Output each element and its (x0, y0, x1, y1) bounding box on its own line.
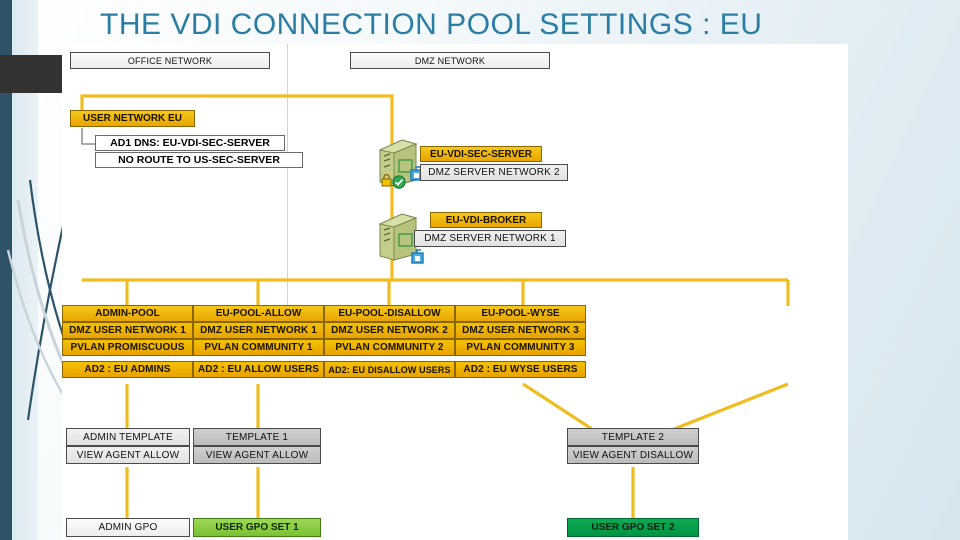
pool-network: DMZ USER NETWORK 3 (455, 322, 586, 339)
pool-network: DMZ USER NETWORK 2 (324, 322, 455, 339)
template-1[interactable]: TEMPLATE 1 VIEW AGENT ALLOW (193, 428, 321, 464)
pool-ad-group: AD2: EU DISALLOW USERS (324, 361, 455, 378)
template-2[interactable]: TEMPLATE 2 VIEW AGENT DISALLOW (567, 428, 699, 464)
pool-pvlan: PVLAN COMMUNITY 3 (455, 339, 586, 356)
pool-name: EU-POOL-WYSE (455, 305, 586, 322)
gpo-user-set-1[interactable]: USER GPO SET 1 (193, 518, 321, 537)
pool-name: EU-POOL-DISALLOW (324, 305, 455, 322)
pool-eu-pool-disallow[interactable]: EU-POOL-DISALLOW DMZ USER NETWORK 2 PVLA… (324, 305, 455, 378)
pool-network: DMZ USER NETWORK 1 (62, 322, 193, 339)
diagram-canvas: OFFICE NETWORK DMZ NETWORK USER NETWORK … (62, 44, 848, 540)
pool-name: ADMIN-POOL (62, 305, 193, 322)
server-name-eu-vdi-broker: EU-VDI-BROKER (430, 212, 542, 228)
pool-ad-group: AD2 : EU ADMINS (62, 361, 193, 378)
pool-pvlan: PVLAN COMMUNITY 1 (193, 339, 324, 356)
pool-network: DMZ USER NETWORK 1 (193, 322, 324, 339)
pool-ad-group: AD2 : EU ALLOW USERS (193, 361, 324, 378)
slide-dark-block (0, 55, 64, 93)
server-network-dmz-1: DMZ SERVER NETWORK 1 (414, 230, 566, 247)
template-agent: VIEW AGENT ALLOW (193, 446, 321, 464)
pool-pvlan: PVLAN COMMUNITY 2 (324, 339, 455, 356)
template-name: TEMPLATE 2 (567, 428, 699, 446)
pool-pvlan: PVLAN PROMISCUOUS (62, 339, 193, 356)
user-network-note-route: NO ROUTE TO US-SEC-SERVER (95, 152, 303, 168)
office-network-header: OFFICE NETWORK (70, 52, 270, 69)
check-icon (392, 175, 406, 189)
pool-ad-group: AD2 : EU WYSE USERS (455, 361, 586, 378)
server-network-dmz-2: DMZ SERVER NETWORK 2 (420, 164, 568, 181)
template-agent: VIEW AGENT DISALLOW (567, 446, 699, 464)
lock-icon (381, 174, 392, 187)
template-agent: VIEW AGENT ALLOW (66, 446, 190, 464)
pool-eu-pool-allow[interactable]: EU-POOL-ALLOW DMZ USER NETWORK 1 PVLAN C… (193, 305, 324, 378)
network-plug-icon (411, 249, 424, 264)
user-network-note-dns: AD1 DNS: EU-VDI-SEC-SERVER (95, 135, 285, 151)
gpo-user-set-2[interactable]: USER GPO SET 2 (567, 518, 699, 537)
user-network-eu-title: USER NETWORK EU (70, 110, 195, 127)
pool-name: EU-POOL-ALLOW (193, 305, 324, 322)
pool-eu-pool-wyse[interactable]: EU-POOL-WYSE DMZ USER NETWORK 3 PVLAN CO… (455, 305, 586, 378)
template-name: ADMIN TEMPLATE (66, 428, 190, 446)
template-name: TEMPLATE 1 (193, 428, 321, 446)
gpo-admin[interactable]: ADMIN GPO (66, 518, 190, 537)
template-admin[interactable]: ADMIN TEMPLATE VIEW AGENT ALLOW (66, 428, 190, 464)
page-title: THE VDI CONNECTION POOL SETTINGS : EU (100, 8, 763, 41)
server-name-eu-vdi-sec-server: EU-VDI-SEC-SERVER (420, 146, 542, 162)
pool-admin-pool[interactable]: ADMIN-POOL DMZ USER NETWORK 1 PVLAN PROM… (62, 305, 193, 378)
dmz-network-header: DMZ NETWORK (350, 52, 550, 69)
